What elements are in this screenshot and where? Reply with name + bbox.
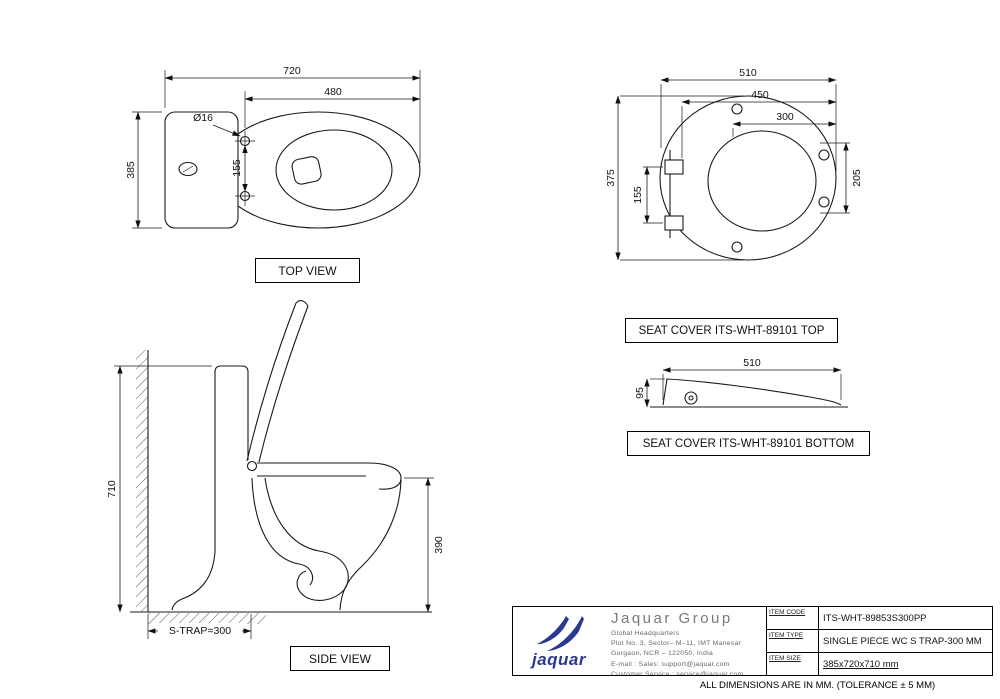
seat-hinge — [246, 460, 258, 472]
bumper — [731, 241, 743, 253]
brand-logo-text: jaquar — [531, 649, 587, 669]
seat-bottom-label: SEAT COVER ITS-WHT-89101 BOTTOM — [642, 437, 855, 450]
hinge-damper-pin — [688, 395, 694, 401]
item-size-label: ITEM SIZE — [767, 653, 819, 675]
company-hq: Global Headquarters — [611, 630, 680, 637]
company-address-2: Gurgaon, NCR – 122050, India — [611, 650, 714, 658]
tolerance-note: ALL DIMENSIONS ARE IN MM. (TOLERANCE ± 5… — [699, 680, 936, 691]
company-name: Jaquar Group — [611, 610, 733, 627]
dim-95: 95 — [634, 387, 646, 399]
item-code-label: ITEM CODE — [767, 607, 819, 629]
dim-390: 390 — [433, 536, 445, 554]
dim-s-trap: S-TRAP=300 — [169, 625, 231, 637]
item-type-value: SINGLE PIECE WC S TRAP-300 MM — [823, 635, 982, 647]
seat-and-bowl-profile — [171, 462, 402, 611]
side-view-label: SIDE VIEW — [308, 651, 371, 666]
top-view-drawing: 720 480 Ø16 385 155 — [125, 65, 421, 229]
seat-top-label-box: SEAT COVER ITS-WHT-89101 TOP — [625, 318, 838, 343]
company-customer-service: Customer Service : service@jaquar.com — [611, 670, 744, 675]
bumper — [731, 103, 743, 115]
seat-profile — [662, 378, 842, 406]
brand-logo: jaquar — [513, 607, 605, 675]
seat-top-label: SEAT COVER ITS-WHT-89101 TOP — [638, 324, 825, 337]
company-email: E-mail : Sales: support@jaquar.com — [611, 660, 730, 668]
seat-bottom-label-box: SEAT COVER ITS-WHT-89101 BOTTOM — [627, 431, 870, 456]
open-lid — [246, 300, 309, 463]
tank-profile — [214, 365, 249, 552]
top-view-dimensions: 720 480 Ø16 385 155 — [125, 65, 421, 229]
flush-button-mark — [182, 165, 194, 173]
dim-720: 720 — [283, 65, 301, 77]
top-view-label: TOP VIEW — [278, 263, 337, 278]
dim-510: 510 — [739, 67, 757, 79]
dim-155: 155 — [231, 159, 243, 177]
bowl-opening — [275, 129, 393, 211]
dim-300: 300 — [776, 111, 794, 123]
bumper — [818, 149, 830, 161]
top-view-label-box: TOP VIEW — [255, 258, 360, 283]
tank-outline — [164, 111, 239, 229]
seat-cover-side-drawing: 510 95 — [634, 357, 848, 408]
flush-button — [178, 161, 198, 177]
dim-450: 450 — [751, 89, 769, 101]
title-block: jaquar Jaquar Group Global Headquarters … — [512, 606, 993, 676]
table-row: ITEM TYPE SINGLE PIECE WC S TRAP-300 MM — [767, 630, 992, 653]
floor-hatch — [148, 613, 266, 624]
dim-710: 710 — [106, 480, 118, 498]
item-table: ITEM CODE ITS-WHT-89853S300PP ITEM TYPE … — [766, 607, 992, 675]
hinge-hole-bottom — [664, 215, 684, 231]
table-row: ITEM CODE ITS-WHT-89853S300PP — [767, 607, 992, 630]
dim-375: 375 — [605, 169, 617, 187]
dim-480: 480 — [324, 86, 342, 98]
seat-cover-top-drawing: 510 450 300 375 155 205 — [605, 67, 863, 261]
bowl-outline — [215, 111, 421, 229]
wall-hatch — [136, 350, 148, 612]
hinge-damper — [684, 391, 698, 405]
dim-hole-dia: Ø16 — [193, 112, 213, 124]
dim-385: 385 — [125, 161, 137, 179]
hinge-hole-top — [664, 159, 684, 175]
company-info: Jaquar Group Global Headquarters Plot No… — [605, 607, 766, 675]
dim-205: 205 — [851, 169, 863, 187]
bumper — [818, 196, 830, 208]
side-view-drawing: 710 390 S-TRAP=300 — [106, 300, 445, 639]
dim-510: 510 — [743, 357, 761, 369]
company-address-1: Plot No. 3, Sector– M–11, IMT Manesar — [611, 640, 742, 648]
seat-side-dimensions: 510 95 — [634, 357, 842, 408]
item-size-value: 385x720x710 mm — [823, 658, 899, 670]
seat-top-dimensions: 510 450 300 375 155 205 — [605, 67, 863, 261]
s-trap-profile — [251, 477, 349, 601]
seat-opening — [707, 130, 817, 232]
table-row: ITEM SIZE 385x720x710 mm — [767, 653, 992, 675]
item-code-value: ITS-WHT-89853S300PP — [823, 612, 927, 624]
flush-outlet — [291, 156, 322, 185]
dim-155: 155 — [632, 186, 644, 204]
seat-outer-outline — [659, 95, 837, 261]
side-view-dimensions: 710 390 S-TRAP=300 — [106, 365, 445, 639]
jaquar-logo-icon — [537, 615, 584, 651]
item-type-label: ITEM TYPE — [767, 630, 819, 652]
side-view-label-box: SIDE VIEW — [290, 646, 390, 671]
